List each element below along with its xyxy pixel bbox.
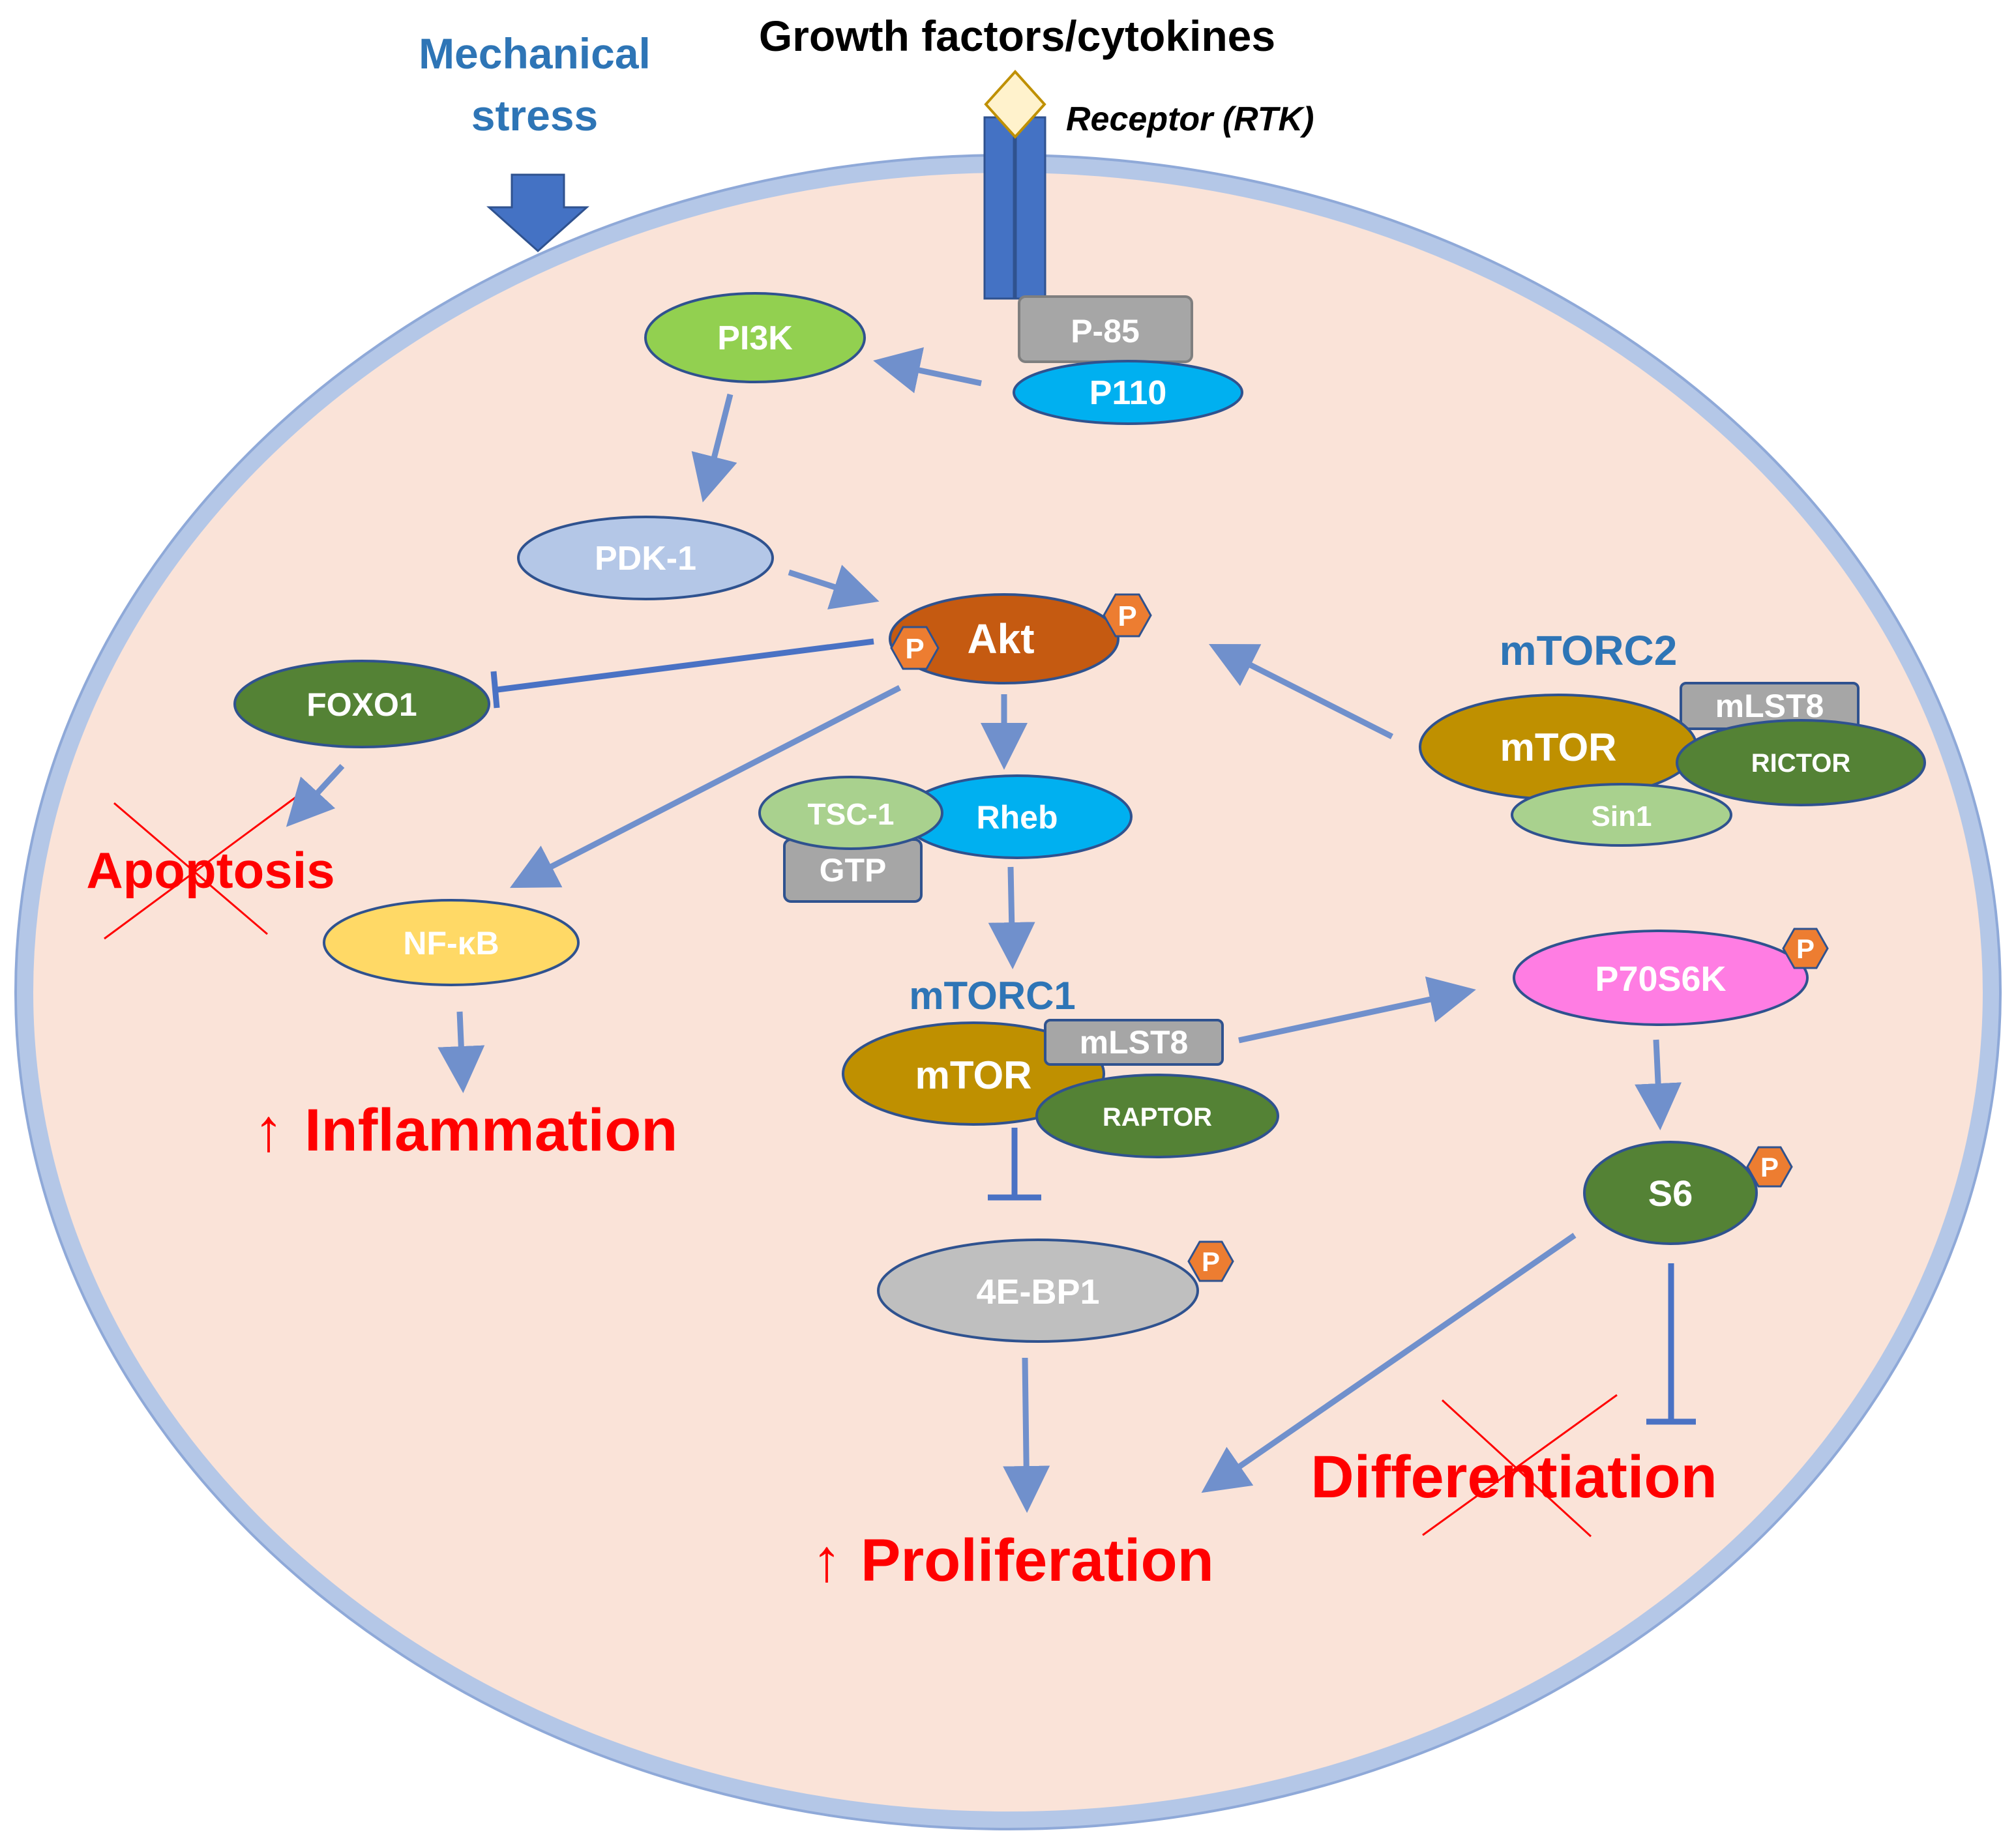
raptor-label: RAPTOR [1103,1103,1212,1132]
mtorc2-title: mTORC2 [1500,627,1678,674]
apoptosis-cross-icon [104,795,297,940]
raptor-node [1035,1074,1279,1158]
pi3k-label: PI3K [717,319,793,357]
tsc1-label: TSC-1 [808,797,895,831]
arrow-s6-to-proliferation [1201,1233,1577,1493]
mechanical-stress-line2: stress [471,91,599,139]
pdk1-label: PDK-1 [595,540,696,578]
arrow-mtorc2-to-akt [1208,643,1394,740]
4ebp1-label: 4E-BP1 [976,1272,1099,1312]
akt-phospho-left-icon [890,626,940,670]
akt-label: Akt [967,615,1034,662]
arrow-nfkb-to-inflammation [437,1011,485,1093]
foxo1-node [233,660,490,748]
gtp-label: GTP [820,852,887,888]
s6-phospho-icon [1746,1146,1793,1188]
p70s6k-phospho-icon [1782,928,1829,969]
growth-factors-title: Growth factors/cytokines [759,12,1275,60]
p70s6k-phospho-label: P [1796,933,1815,964]
4ebp1-node [877,1239,1199,1343]
arrow-foxo1-to-apoptosis [286,763,345,827]
mtorc1-mtor-node [842,1021,1105,1126]
pi3k-node [644,292,866,383]
mtorc1-mtor-label: mTOR [915,1053,1032,1097]
arrow-rheb-to-mtorc1 [988,866,1035,969]
s6-label: S6 [1648,1173,1693,1214]
p70s6k-label: P70S6K [1595,960,1726,999]
foxo1-label: FOXO1 [306,686,417,723]
arrow-p70s6k-to-s6 [1635,1039,1682,1130]
p85-label: P-85 [1071,313,1140,349]
s6-phospho-label: P [1760,1152,1779,1182]
apoptosis-outcome: Apoptosis [86,842,334,899]
4ebp1-phospho-label: P [1202,1246,1220,1277]
sin1-label: Sin1 [1592,800,1652,832]
arrow-p110-to-pi3k [873,347,982,394]
akt-node [889,593,1119,684]
rictor-label: RICTOR [1751,749,1851,778]
differentiation-outcome: Differentiation [1311,1444,1717,1510]
mtorc2-mlst8-label: mLST8 [1715,688,1824,724]
akt-phospho-left-label: P [905,633,924,665]
akt-phospho-right-icon [1103,593,1152,638]
mtorc1-title: mTORC1 [909,974,1076,1018]
arrow-pi3k-to-pdk1 [691,393,737,503]
rictor-node [1676,719,1926,806]
activation-arrows [286,347,1682,1513]
arrow-mtorc1-to-p70s6k [1238,976,1476,1044]
arrow-4ebp1-to-proliferation [1003,1357,1050,1513]
nfkb-node [323,899,580,986]
pdk1-node [517,516,774,600]
akt-phospho-right-label: P [1118,600,1136,632]
receptor-label: Receptor (RTK) [1066,100,1314,138]
proliferation-up-arrow: ↑ [812,1527,842,1594]
mtorc2-mtor-label: mTOR [1500,726,1617,769]
mechanical-stress-arrow-icon [486,173,589,253]
p70s6k-node [1513,930,1809,1026]
inhibit-akt-foxo1 [497,638,874,693]
inflammation-outcome: Inflammation [304,1097,677,1164]
nfkb-label: NF-κB [403,925,499,961]
4ebp1-phospho-icon [1187,1240,1234,1282]
differentiation-cross-icon [1422,1394,1618,1538]
inhibit-akt-foxo1-bar [490,671,500,709]
tsc1-node [758,776,943,850]
p110-node [1013,360,1243,425]
receptor-right-chain [1015,116,1046,300]
arrow-akt-to-nfkb [509,684,902,888]
mechanical-stress-line1: Mechanical [419,29,651,78]
mtorc1-mlst8-box [1044,1019,1224,1066]
inhibition-lines [490,638,1696,1425]
s6-node [1583,1141,1758,1245]
ligand-diamond-icon [984,70,1046,139]
inflammation-up-arrow: ↑ [254,1097,284,1164]
sin1-node [1511,783,1732,847]
p110-label: P110 [1090,374,1167,412]
arrow-pdk1-to-akt [788,565,880,609]
receptor-left-chain [983,116,1015,300]
proliferation-outcome: Proliferation [861,1527,1214,1594]
mtorc1-mlst8-label: mLST8 [1080,1024,1189,1061]
rheb-label: Rheb [977,799,1058,836]
